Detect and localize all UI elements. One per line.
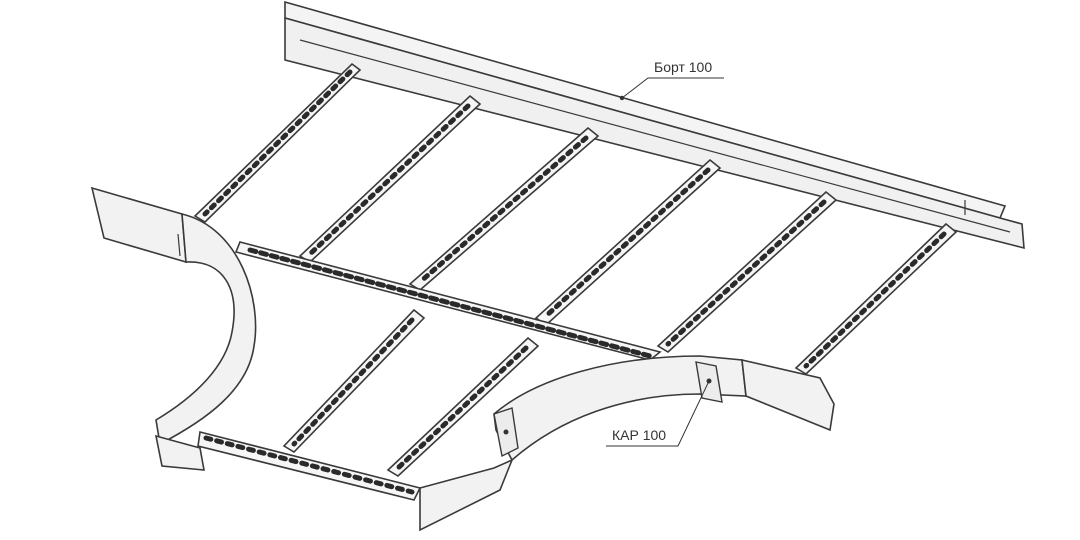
callout-bort-label: Борт 100 <box>654 59 712 75</box>
callout-kar-label: КАР 100 <box>612 427 666 443</box>
left-rail-straight <box>90 186 187 264</box>
cross-bar-holes <box>247 247 653 359</box>
lower-right-rail <box>419 458 514 532</box>
rung-7-holes <box>291 317 415 447</box>
rung-5-holes <box>665 199 827 347</box>
rung-8-holes <box>395 345 529 471</box>
main-rail-groove <box>299 39 1011 233</box>
callout-bort-leader <box>621 77 724 99</box>
rung-2-holes <box>307 103 471 257</box>
lower-bar <box>197 431 422 501</box>
lower-bar-holes <box>203 435 415 495</box>
rung-3-holes <box>417 135 589 285</box>
callout-bort: Борт 100 <box>621 59 724 99</box>
main-rail-face <box>284 16 1025 250</box>
kar-bolt-left <box>503 429 509 435</box>
rung-1-holes <box>202 69 353 217</box>
rung-6-holes <box>803 231 947 369</box>
kar-curve <box>493 355 747 462</box>
rung-holes <box>202 69 947 471</box>
callout-kar-leader <box>606 380 710 447</box>
right-rail-straight <box>741 358 835 432</box>
main-side-rail <box>284 0 1025 250</box>
rung-4-holes <box>543 167 711 319</box>
callout-kar: КАР 100 <box>606 380 710 447</box>
left-rail-end <box>154 434 205 471</box>
left-rail-joint <box>177 233 181 257</box>
left-curved-rail <box>90 186 257 471</box>
